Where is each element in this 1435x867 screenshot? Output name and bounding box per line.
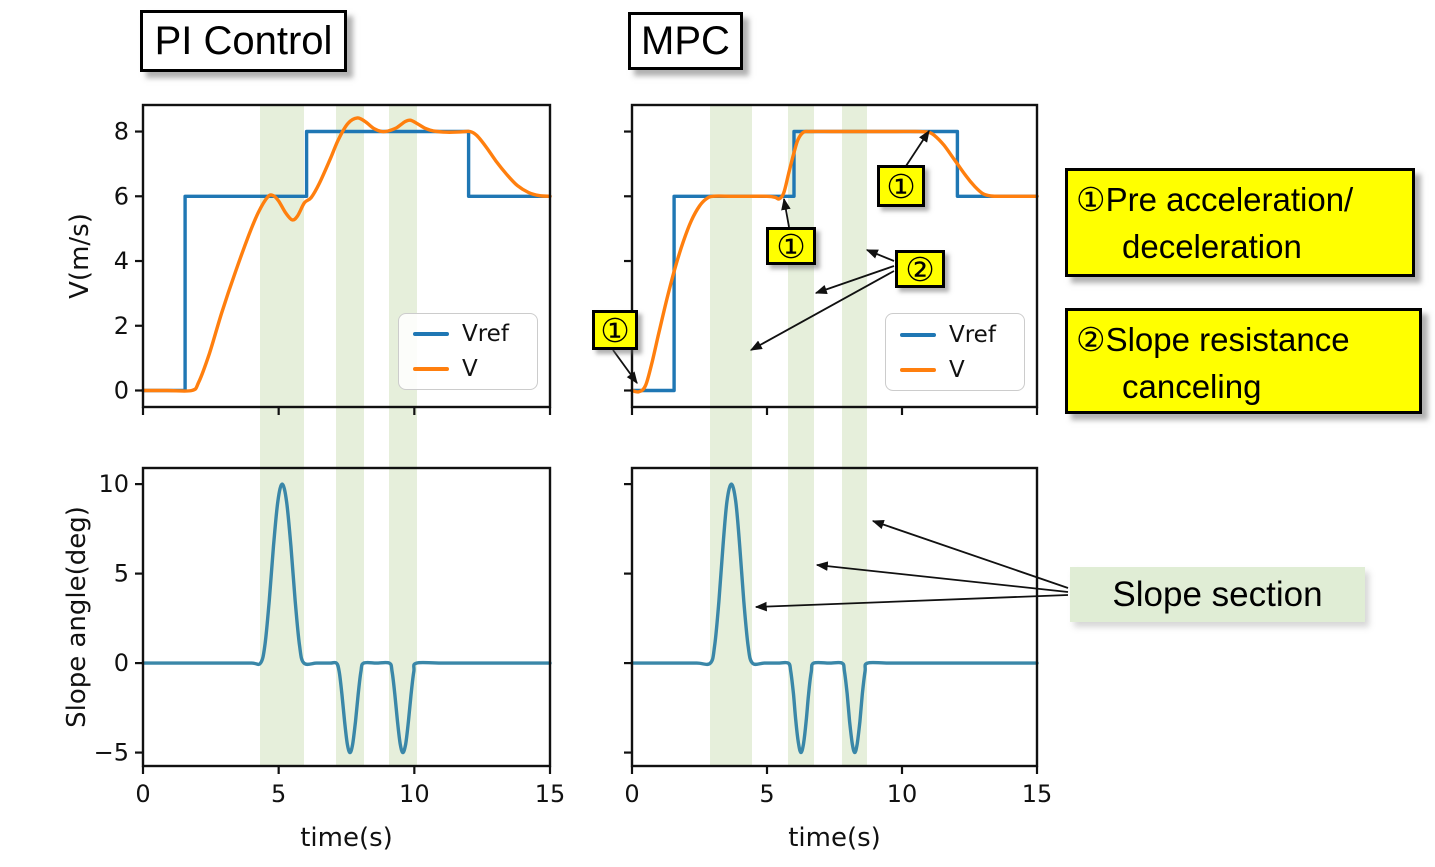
x-tick-label: 5 [271,780,286,808]
x-tick-label: 15 [1022,780,1053,808]
pi-slope-frame [141,466,552,768]
pi-velocity-vref-line [141,129,552,393]
x-tick-label: 0 [135,780,150,808]
legend-entry: V [413,356,523,382]
mpc-velocity-frame [630,103,1039,409]
legend-entry: Vref [900,322,1010,348]
legend-label: Vref [462,321,509,347]
slope-section-band [389,105,418,766]
note1-line2: deceleration [1122,228,1302,265]
legend-line-sample [413,367,449,371]
mpc-slope-frame [630,466,1039,768]
slope-section-band [336,105,364,766]
circled-number-marker: ① [592,310,638,350]
y-axis-label: V(m/s) [65,213,95,299]
legend-entry: Vref [413,321,523,347]
y-tick-label: 5 [114,560,129,588]
pi-velocity-frame [141,103,552,409]
pi-slope-slope-angle-line [141,482,552,755]
legend-entry: V [900,357,1010,383]
y-tick-label: 10 [98,470,129,498]
legend-label: Vref [949,321,996,348]
legend-line-sample [900,367,936,372]
x-tick-label: 5 [759,780,774,808]
legend-label: V [462,356,478,382]
y-tick-label: 8 [114,118,129,146]
mpc-slope-plot: 0 5 10 15 time(s) [624,466,1052,853]
pi-velocity-v-line [141,116,552,393]
x-axis-label: time(s) [300,823,393,853]
x-tick-label: 10 [887,780,918,808]
y-tick-label: 6 [114,182,129,210]
slope-section-band [842,105,868,766]
slope-section-label: Slope section [1070,567,1365,622]
mpc-title: MPC [628,12,743,70]
circled-2-icon: ② [1076,321,1106,358]
mpc-slope-slope-angle-line [630,482,1039,755]
y-tick-label: 0 [114,649,129,677]
y-tick-label: 2 [114,312,129,340]
y-tick-label: −5 [94,739,129,767]
legend-label: V [949,356,965,383]
legend-line-sample [900,332,936,337]
y-tick-label: 4 [114,247,129,275]
pi-control-title: PI Control [140,10,347,72]
circled-number-marker: ① [877,165,925,207]
circled-number-marker: ① [766,227,816,266]
y-axis-label: Slope angle(deg) [62,506,92,728]
mpc-velocity-vref-line [630,129,1039,393]
mpc-velocity-plot [624,103,1039,415]
legend-line-sample [413,332,449,336]
circled-number-marker: ② [895,250,945,289]
x-axis-label: time(s) [788,823,881,853]
circled-1-icon: ① [1076,181,1106,218]
note2-line2: canceling [1122,368,1262,405]
pi-velocity-plot: 0 2 4 6 8V(m/s) [65,103,552,415]
x-tick-label: 15 [535,780,566,808]
note2-line1: Slope resistance [1105,321,1350,358]
note1-line1: Pre acceleration/ [1105,181,1354,218]
slope-section-band [788,105,814,766]
slope-section-band [710,105,753,766]
x-tick-label: 10 [399,780,430,808]
y-tick-label: 0 [114,376,129,404]
x-tick-label: 0 [624,780,639,808]
mpc-velocity-v-line [630,129,1039,394]
